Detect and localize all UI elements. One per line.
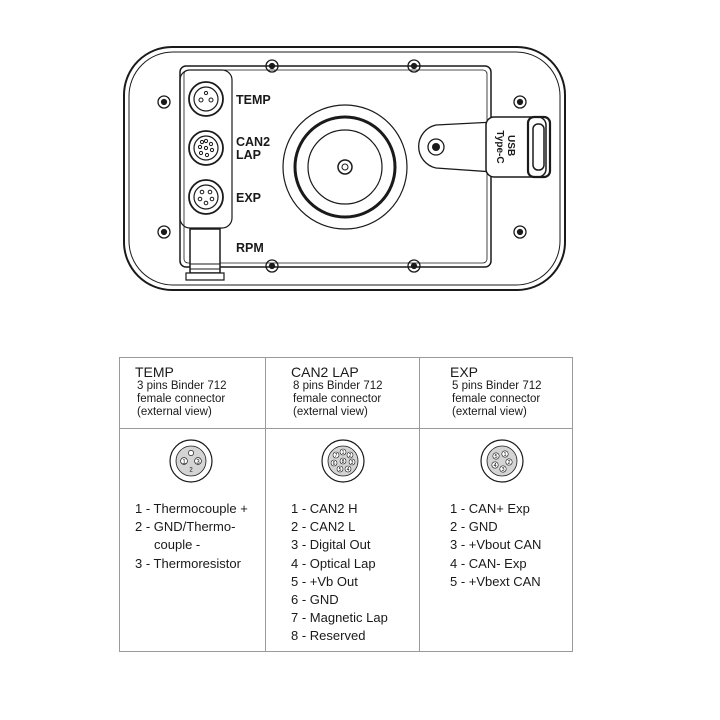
speaker-outer	[282, 104, 408, 230]
can2-port-label: CAN2	[236, 135, 270, 149]
can2-connector-name: CAN2 LAP	[291, 364, 359, 380]
usb-port-cover	[526, 115, 552, 179]
temp-connector-desc: (external view)	[137, 406, 212, 418]
pin-item: 1 - CAN+ Exp	[450, 501, 530, 516]
table-column-divider	[419, 358, 420, 651]
screw	[157, 225, 171, 239]
rpm-cable	[185, 272, 225, 281]
pin-item: 5 - +Vbext CAN	[450, 573, 541, 589]
usb-label: USB Type-C	[494, 130, 516, 163]
pin-item: 2 - CAN2 L	[291, 519, 356, 535]
speaker-center	[337, 159, 353, 175]
temp-column: TEMP 3 pins Binder 712 female connector …	[135, 358, 265, 651]
screw	[407, 59, 421, 73]
usb-port-slot	[532, 123, 545, 171]
speaker-inner	[307, 129, 383, 205]
pin-number: 4	[347, 467, 350, 473]
connector-strip	[179, 69, 233, 229]
pin-number: 5	[494, 454, 497, 460]
pin-number: 2	[507, 460, 510, 466]
device-housing	[123, 46, 566, 291]
screws	[157, 59, 527, 273]
can2-port-connector	[188, 130, 224, 166]
pin-number: 3	[501, 467, 504, 473]
speaker-ring	[293, 115, 397, 219]
pin-number: 1	[503, 452, 506, 458]
device-housing-inner	[128, 51, 561, 286]
pin-number: 4	[493, 463, 496, 469]
usb-mount-screw	[427, 138, 445, 156]
temp-connector-name: TEMP	[135, 364, 174, 380]
back-panel	[179, 65, 492, 268]
pin-item: 1 - CAN2 H	[291, 501, 358, 516]
pin-item: 4 - CAN- Exp	[450, 555, 527, 571]
pin-item: 5 - +Vb Out	[291, 573, 358, 589]
exp-connector-desc: 5 pins Binder 712	[452, 380, 542, 392]
exp-port-label: EXP	[236, 191, 261, 205]
pin-item: 8 - Reserved	[291, 628, 366, 644]
pin-number: 7	[335, 453, 338, 459]
pin-number: 1	[342, 450, 345, 456]
exp-port-connector	[188, 179, 224, 215]
pin-number: 3	[351, 460, 354, 466]
usb-mount-screw-center	[432, 143, 440, 151]
can2-column: CAN2 LAP 8 pins Binder 712 female connec…	[291, 358, 419, 651]
pin-number: 1	[182, 460, 186, 466]
temp-header: TEMP 3 pins Binder 712 female connector …	[135, 364, 227, 419]
table-header-divider	[120, 428, 572, 429]
exp-connector-name: EXP	[450, 364, 479, 380]
rpm-port-label: RPM	[236, 241, 264, 255]
temp-pin-diagram: 1 3 2	[169, 439, 213, 483]
pin-item-continued: couple -	[154, 537, 201, 553]
lap-port-label: LAP	[236, 148, 261, 162]
pinout-table: TEMP 3 pins Binder 712 female connector …	[119, 357, 573, 652]
pin-item: 2 - GND	[450, 519, 498, 535]
pin-item: 6 - GND	[291, 592, 339, 608]
pin-number: 3	[196, 460, 200, 466]
pin-item: 3 - Digital Out	[291, 537, 371, 553]
can2-connector-desc: female connector	[293, 393, 382, 405]
temp-connector-desc: 3 pins Binder 712	[137, 380, 227, 392]
device-rear-view: USB Type-C TEMP CAN2 LAP EXP RPM	[123, 46, 566, 291]
can2-pin-list: 1 - CAN2 H 2 - CAN2 L 3 - Digital Out 4 …	[291, 500, 419, 646]
temp-connector-desc: female connector	[137, 393, 226, 405]
screw	[265, 259, 279, 273]
speaker-center-dot	[341, 163, 349, 171]
pin-item: 4 - Optical Lap	[291, 555, 376, 571]
pin-item: 7 - Magnetic Lap	[291, 610, 388, 626]
can2-connector-desc: 8 pins Binder 712	[293, 380, 383, 392]
exp-pin-diagram: 5 1 2 3 4	[480, 439, 524, 483]
usb-mount	[418, 121, 495, 173]
exp-header: EXP 5 pins Binder 712 female connector (…	[450, 364, 542, 419]
exp-connector-desc: female connector	[452, 393, 541, 405]
pin-number: 8	[342, 459, 345, 465]
pin-item: 1 - Thermocouple +	[135, 501, 248, 516]
pin-item: 2 - GND/Thermo-	[135, 519, 236, 535]
pin-item: 3 - Thermoresistor	[135, 555, 241, 571]
exp-connector-desc: (external view)	[452, 406, 527, 418]
pin-item: 3 - +Vbout CAN	[450, 537, 542, 553]
temp-pin-list: 1 - Thermocouple + 2 - GND/Thermo- coupl…	[135, 500, 265, 573]
screw	[513, 95, 527, 109]
pin-number: 6	[333, 461, 336, 467]
exp-column: EXP 5 pins Binder 712 female connector (…	[450, 358, 572, 651]
temp-port-label: TEMP	[236, 93, 271, 107]
screw	[265, 59, 279, 73]
usb-port-body	[485, 116, 547, 178]
screw	[513, 225, 527, 239]
rpm-cable-gland	[189, 228, 221, 274]
pin-number: 5	[339, 467, 342, 473]
pin-item: couple -	[135, 536, 265, 554]
pin-number: 2	[349, 453, 352, 459]
can2-pin-diagram: 1 2 3 4 5 6 7 8	[321, 439, 365, 483]
can2-connector-desc: (external view)	[293, 406, 368, 418]
temp-port-connector	[188, 81, 224, 117]
table-column-divider	[265, 358, 266, 651]
pin-number: 2	[189, 468, 193, 474]
exp-pin-list: 1 - CAN+ Exp 2 - GND 3 - +Vbout CAN 4 - …	[450, 500, 572, 591]
can2-header: CAN2 LAP 8 pins Binder 712 female connec…	[291, 364, 383, 419]
screw	[407, 259, 421, 273]
screw	[157, 95, 171, 109]
back-panel-inner	[183, 69, 488, 264]
